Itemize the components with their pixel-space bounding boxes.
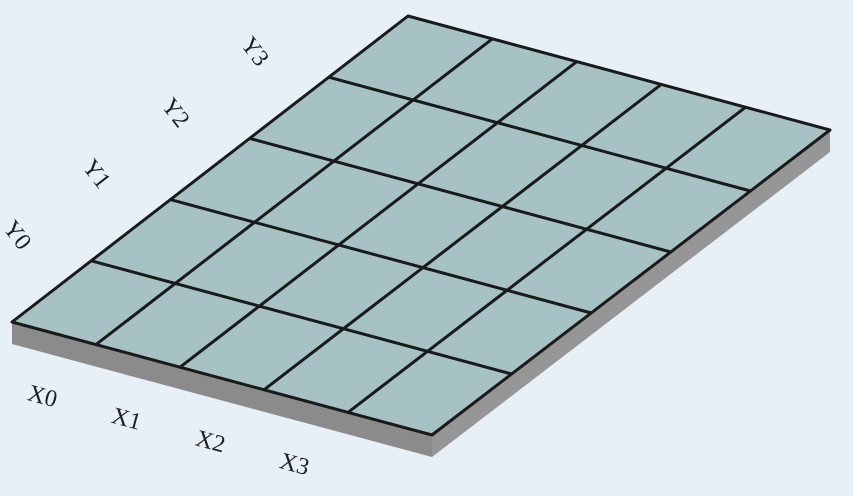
grid-row-line <box>170 198 592 315</box>
grid-lines <box>90 37 751 414</box>
grid-column-line <box>263 83 663 391</box>
grid-surface <box>10 14 832 437</box>
slab-front-edge <box>12 322 432 457</box>
grid-column-line <box>179 60 578 369</box>
grid-row-line <box>249 136 672 254</box>
slab-side-edge <box>432 130 830 457</box>
grid-column-line <box>347 106 747 414</box>
grid-row-line <box>90 259 512 376</box>
grid-column-line <box>95 37 494 346</box>
grid-row-line <box>328 75 751 193</box>
